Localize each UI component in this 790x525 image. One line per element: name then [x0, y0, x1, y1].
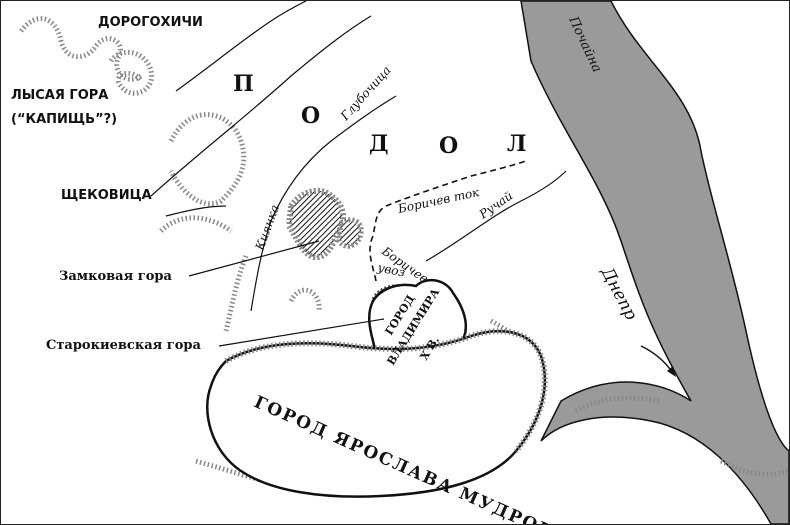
dnepr-river	[520, 1, 789, 524]
label-lysaya-gora-note: (“КАПИЩЬ”?)	[11, 112, 117, 127]
podol-letter-5: Л	[507, 131, 526, 157]
dorogozhichi-stream	[175, 1, 307, 92]
label-borichev-tok: Боричев ток	[396, 185, 481, 216]
borichev-tok-path	[369, 160, 527, 282]
zamkovaya-gora-hill	[285, 187, 346, 261]
arrowhead-icon	[667, 366, 676, 377]
glubochitsa-stream	[150, 15, 372, 197]
starokievskaya-leader	[218, 318, 385, 347]
streams	[150, 1, 567, 312]
label-glubochitsa: Глубочица	[337, 63, 393, 124]
label-starokievskaya-gora: Старокиевская гора	[46, 338, 202, 353]
podol-letter-1: П	[233, 71, 254, 97]
label-dorogozhichi: ДОРОГОХИЧИ	[98, 15, 203, 30]
label-ruchay: Ручай	[476, 189, 515, 222]
ruchay-stream	[425, 170, 567, 262]
zamkovaya-leader	[188, 240, 320, 277]
label-zamkovaya-gora: Замковая гора	[59, 269, 172, 284]
label-kiyanka: Киянка	[252, 203, 282, 253]
gorod-yaroslava-outline	[206, 329, 547, 498]
kiyanka-stream	[250, 95, 397, 312]
label-podol: П О Д О Л	[233, 71, 526, 159]
label-uvoz: увоз	[375, 260, 406, 280]
label-lysaya-gora: ЛЫСАЯ ГОРА	[11, 88, 108, 103]
label-shchekovitsa: ЩЕКОВИЦА	[61, 188, 152, 203]
yaroslav-escarpment	[224, 328, 548, 453]
podol-letter-3: Д	[369, 131, 389, 157]
zamkovaya-gora-spur	[336, 217, 364, 249]
podol-letter-2: О	[301, 103, 320, 129]
podol-letter-4: О	[439, 133, 458, 159]
